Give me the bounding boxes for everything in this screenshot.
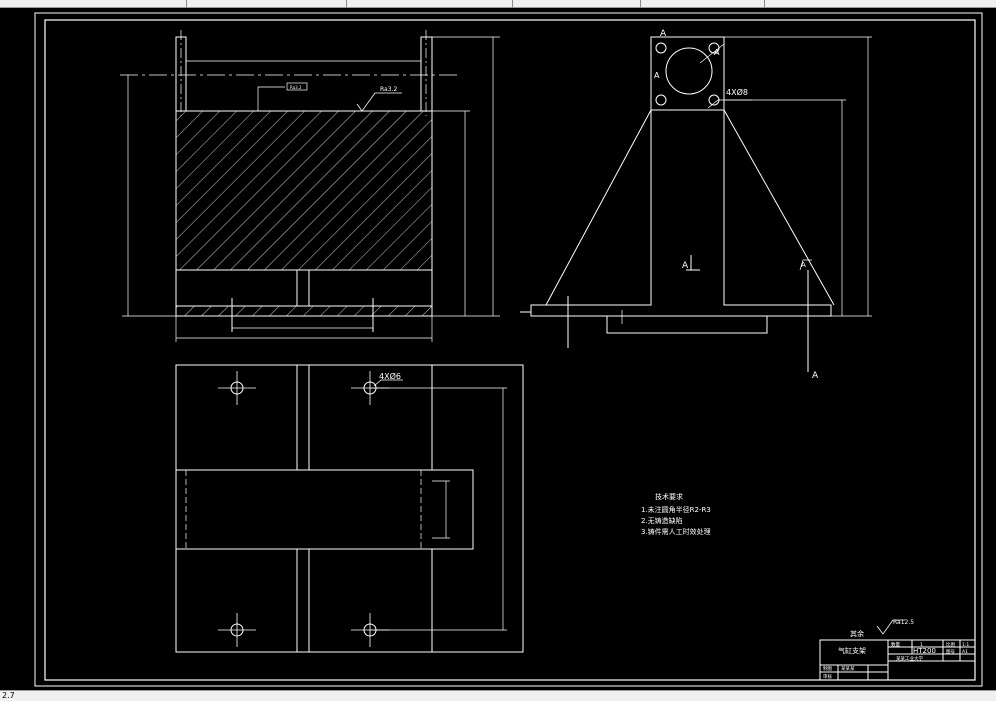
hole-callout-plan: 4XØ6 bbox=[379, 371, 401, 381]
qty-label: 数量 bbox=[891, 641, 900, 648]
scale-value: 1:1 bbox=[962, 642, 969, 648]
box-label: Ra3.2 bbox=[290, 85, 302, 90]
front-section-view bbox=[120, 30, 500, 342]
side-base-boss bbox=[606, 315, 768, 334]
material: HT200 bbox=[913, 647, 936, 655]
drawn-label: 制图 bbox=[823, 665, 832, 672]
hole-callout-top: 4XØ8 bbox=[726, 87, 748, 97]
support-body bbox=[530, 110, 832, 317]
toolbar-separator bbox=[512, 0, 513, 8]
section-mark-top: A bbox=[660, 29, 667, 39]
section-hatch bbox=[175, 110, 433, 271]
toolbar-separator bbox=[346, 0, 347, 8]
scale-label: 比例 bbox=[946, 641, 955, 648]
roughness-title: Ra12.5 bbox=[893, 619, 914, 626]
toolbar-separator bbox=[764, 0, 765, 8]
sheet-value: A1 bbox=[962, 649, 968, 655]
bore-circle bbox=[665, 47, 713, 95]
note-item: 1.未注圆角半径R2-R3 bbox=[641, 505, 711, 514]
plan-middle-block bbox=[175, 469, 474, 550]
note-item: 2.无铸造缺陷 bbox=[641, 516, 683, 525]
school: 某某工业大学 bbox=[896, 655, 923, 662]
plan-outline bbox=[175, 364, 524, 653]
section-mark-rib: A bbox=[801, 261, 806, 269]
roughness-other-label: 其余 bbox=[850, 629, 864, 638]
mount-flange bbox=[650, 36, 725, 111]
toolbar-separator bbox=[640, 0, 641, 8]
section-mark-flange: A bbox=[714, 48, 720, 57]
toolbar-separator bbox=[186, 0, 187, 8]
lower-body bbox=[175, 269, 433, 307]
top-plan-view bbox=[175, 364, 524, 653]
base-plate-section bbox=[175, 305, 433, 317]
notes-title: 技术要求 bbox=[655, 492, 683, 501]
section-mark-left: A bbox=[654, 71, 660, 80]
check-label: 审核 bbox=[823, 673, 832, 680]
status-value: 2.7 bbox=[2, 691, 15, 700]
sheet-outer-border bbox=[34, 12, 983, 687]
qty-value: 1 bbox=[920, 642, 923, 648]
sheet-label: 图号 bbox=[946, 649, 955, 655]
side-view bbox=[520, 36, 872, 372]
title-block bbox=[819, 619, 976, 681]
note-item: 3.铸件需人工时效处理 bbox=[641, 527, 711, 536]
sheet-inner-border bbox=[44, 19, 976, 681]
section-mark-bottom: A bbox=[812, 371, 819, 381]
drawing-canvas[interactable]: Ra3.2 Ra3.2 A A A 4XØ8 A A A 4XØ6 技术要求 1… bbox=[0, 8, 996, 690]
drawn-name: 某某某 bbox=[841, 666, 855, 672]
part-name: 气缸支架 bbox=[838, 646, 866, 655]
roughness-front: Ra3.2 bbox=[380, 86, 397, 93]
view-label: A bbox=[682, 261, 689, 271]
right-ear bbox=[420, 36, 433, 112]
status-bar: 2.7 bbox=[0, 690, 996, 701]
cad-toolbar bbox=[0, 0, 996, 8]
